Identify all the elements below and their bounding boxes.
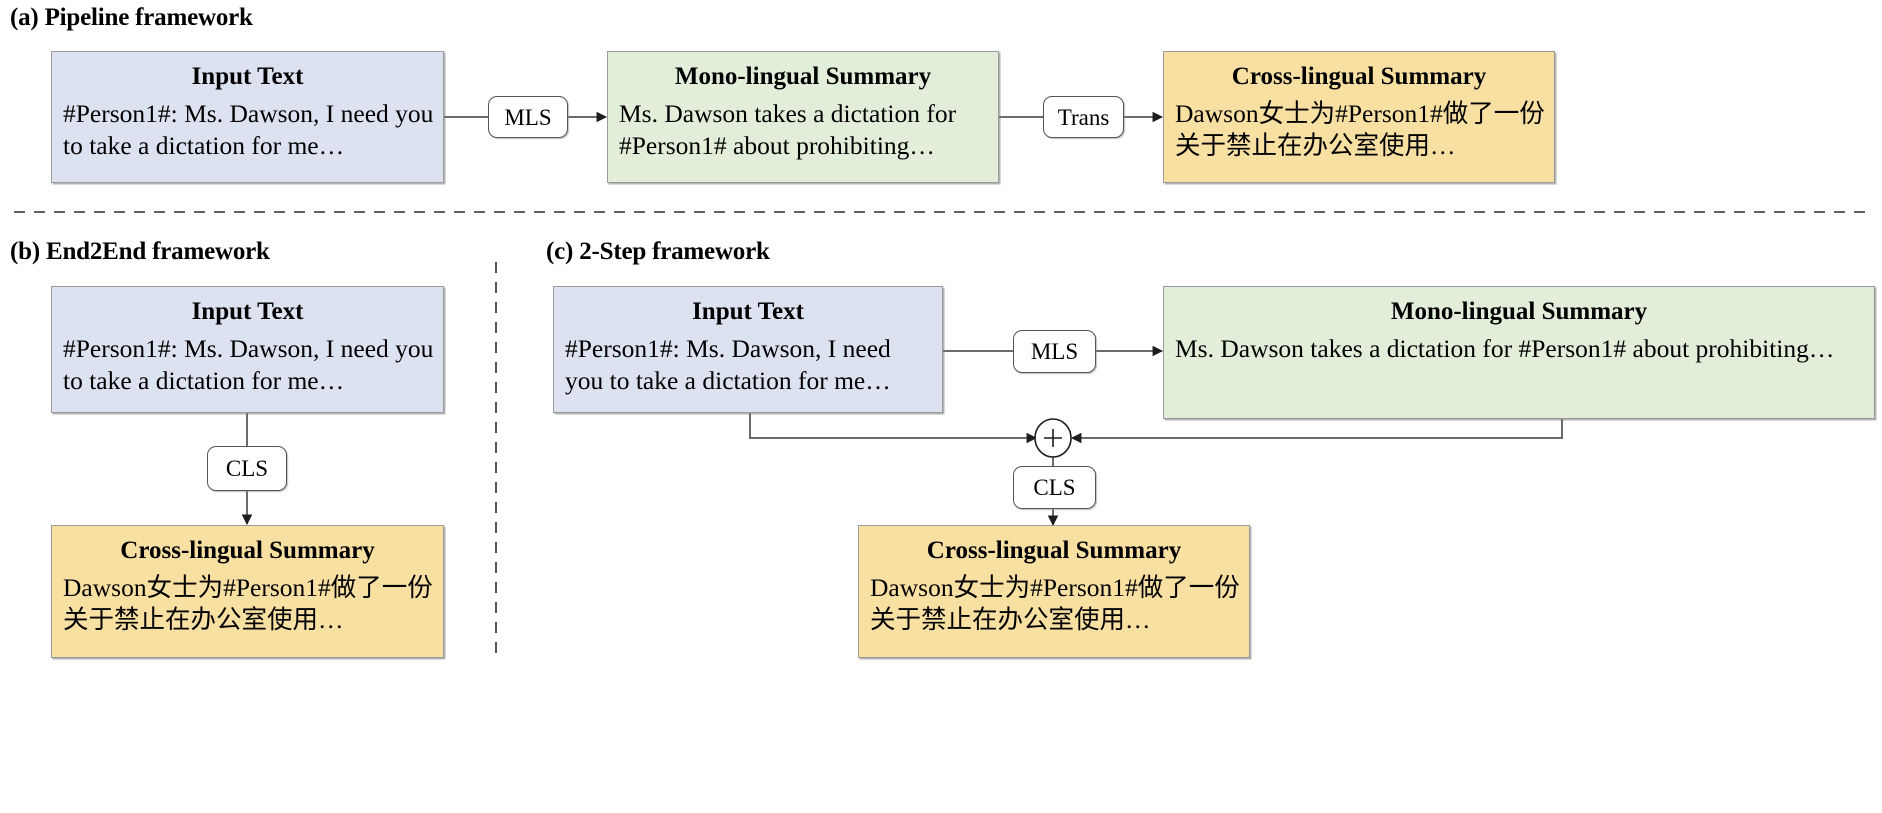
panel-a-title: (a) Pipeline framework [10,4,253,31]
panel-a-input-text-body: #Person1#: Ms. Dawson, I need you to tak… [63,98,434,160]
panel-b-cls-operator[interactable]: CLS [207,446,287,491]
panel-c-input-text-box: Input Text #Person1#: Ms. Dawson, I need… [553,286,943,413]
panel-a-cross-lingual-summary-title: Cross-lingual Summary [1231,63,1487,90]
panel-a-trans-label: Trans [1057,104,1110,130]
panel-b-input-text-box: Input Text #Person1#: Ms. Dawson, I need… [51,286,444,413]
panel-b-input-text-title: Input Text [191,298,304,325]
panel-a-mono-lingual-summary-title: Mono-lingual Summary [674,63,932,90]
panel-a-cross-lingual-summary-body: Dawson女士为#Person1#做了一份关于禁止在办公室使用… [1175,98,1545,160]
conn-c-mono-to-merge [1070,419,1563,444]
panel-a-mono-lingual-summary-box: Mono-lingual Summary Ms. Dawson takes a … [607,51,999,183]
panel-c-cls-operator[interactable]: CLS [1013,466,1096,509]
panel-c-mls-label: MLS [1030,339,1079,364]
conn-c-input-to-merge [749,413,1038,444]
panel-b-input-text-body: #Person1#: Ms. Dawson, I need you to tak… [63,333,434,395]
panel-b-cross-lingual-summary-box: Cross-lingual Summary Dawson女士为#Person1#… [51,525,444,658]
concat-node[interactable]: + [1035,420,1071,458]
panel-c-mono-lingual-summary-box: Mono-lingual Summary Ms. Dawson takes a … [1163,286,1875,419]
panel-c-mono-lingual-summary-title: Mono-lingual Summary [1390,298,1648,325]
panel-a-cross-lingual-summary-box: Cross-lingual Summary Dawson女士为#Person1#… [1163,51,1555,183]
panel-a-mono-lingual-summary-body: Ms. Dawson takes a dictation for #Person… [619,98,957,160]
panel-a-input-text-box: Input Text #Person1#: Ms. Dawson, I need… [51,51,444,183]
panel-a-input-text-title: Input Text [191,63,304,90]
panel-b-cls-label: CLS [225,456,269,481]
panel-c-cross-lingual-summary-box: Cross-lingual Summary Dawson女士为#Person1#… [858,525,1250,658]
panel-c-mls-operator[interactable]: MLS [1013,330,1096,373]
panel-c-cross-lingual-summary-body: Dawson女士为#Person1#做了一份关于禁止在办公室使用… [870,572,1240,634]
panel-c-cross-lingual-summary-title: Cross-lingual Summary [926,537,1182,564]
panel-a-mls-label: MLS [504,104,552,130]
panel-a-mls-operator[interactable]: MLS [488,96,568,138]
panel-b-cross-lingual-summary-body: Dawson女士为#Person1#做了一份关于禁止在办公室使用… [63,572,433,634]
panel-c-mono-lingual-summary-body: Ms. Dawson takes a dictation for #Person… [1175,333,1835,363]
panel-b-title: (b) End2End framework [10,238,270,265]
panel-c-title: (c) 2-Step framework [546,238,770,265]
panel-c-input-text-body: #Person1#: Ms. Dawson, I need you to tak… [565,333,891,395]
panel-b-cross-lingual-summary-title: Cross-lingual Summary [120,537,375,564]
panel-a-trans-operator[interactable]: Trans [1043,96,1124,138]
panel-c-input-text-title: Input Text [692,298,804,325]
panel-c-cls-label: CLS [1033,475,1076,500]
